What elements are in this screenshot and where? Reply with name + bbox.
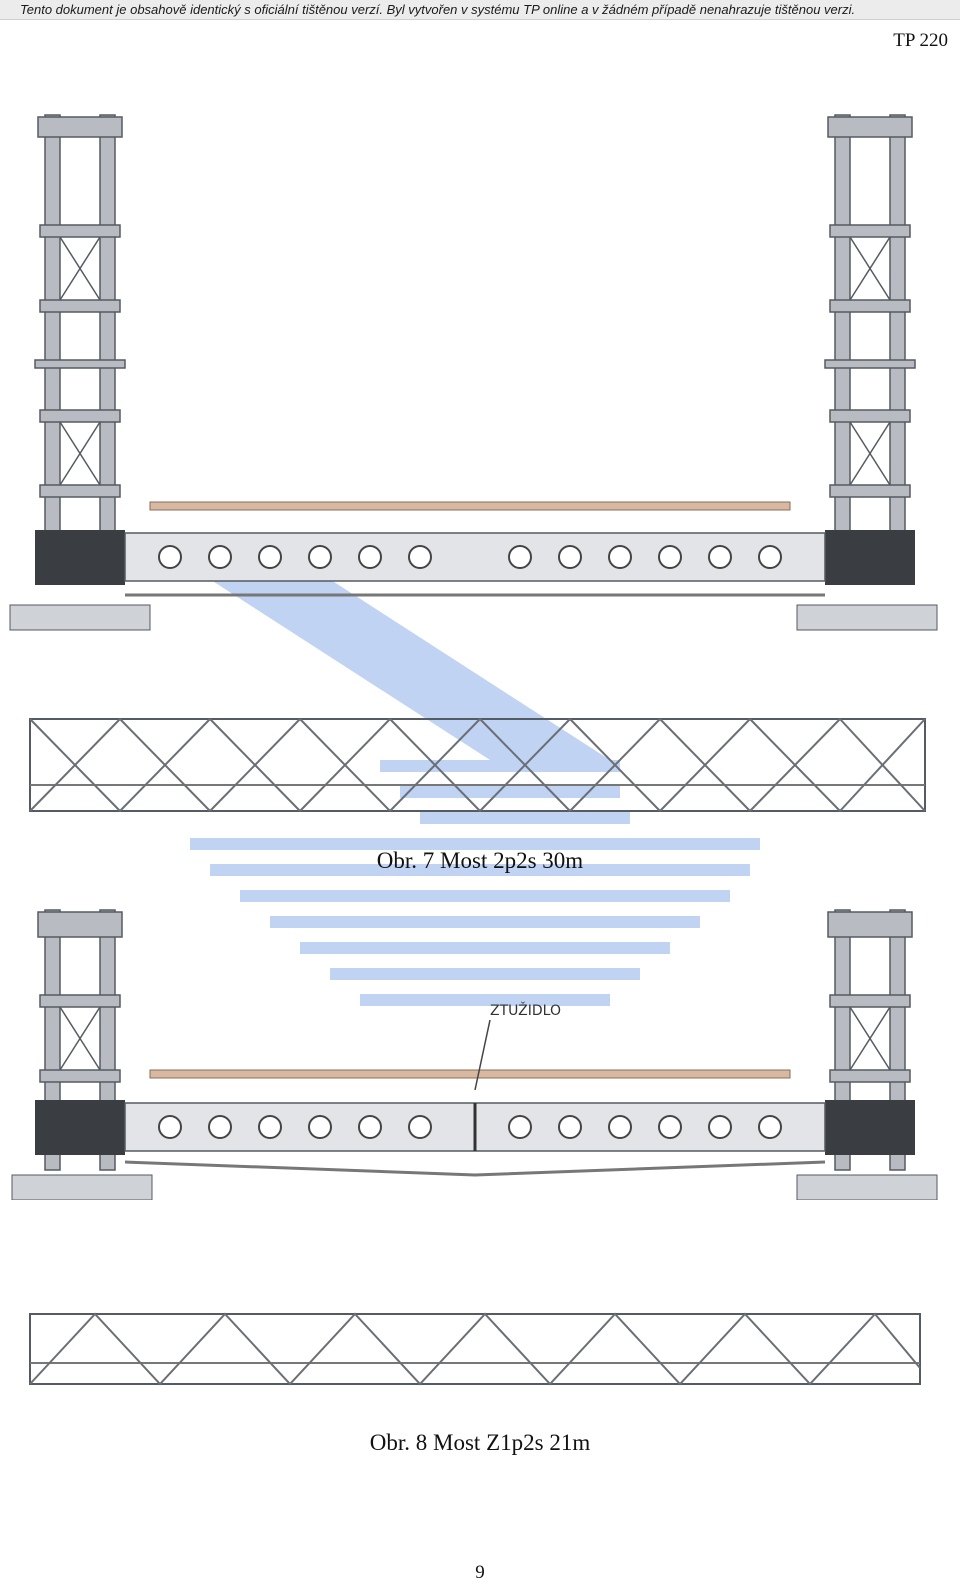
tp-online-watermark bbox=[180, 560, 760, 1006]
ztuzidlo-label: ZTUŽIDLO bbox=[490, 1001, 561, 1019]
page-number: 9 bbox=[475, 1562, 485, 1583]
left-abutment-block bbox=[35, 530, 125, 585]
left-base-plate bbox=[11, 1174, 153, 1200]
right-abutment-block bbox=[825, 530, 915, 585]
figure-7-caption: Obr. 7 Most 2p2s 30m bbox=[376, 848, 584, 873]
figure-8-caption: Obr. 8 Most Z1p2s 21m bbox=[369, 1430, 591, 1455]
tension-rod bbox=[124, 1160, 826, 1177]
ztuzidlo-leader-line bbox=[474, 1019, 491, 1091]
figure-8-truss-plan bbox=[29, 1312, 921, 1386]
right-tower bbox=[824, 114, 916, 536]
deck-railing bbox=[149, 1069, 791, 1079]
right-base-plate bbox=[796, 604, 938, 631]
left-abutment-block bbox=[35, 1100, 125, 1155]
left-base-plate bbox=[9, 604, 151, 631]
girder-holes bbox=[158, 545, 782, 569]
right-abutment-block bbox=[825, 1100, 915, 1155]
figure-7-truss-plan bbox=[29, 718, 926, 812]
left-tower bbox=[34, 114, 126, 536]
deck-railing bbox=[149, 501, 791, 511]
figure-7-bridge-elevation bbox=[9, 114, 938, 631]
right-base-plate bbox=[796, 1174, 938, 1200]
girder-holes bbox=[158, 1115, 782, 1139]
document-id: TP 220 bbox=[893, 30, 948, 51]
official-version-notice: Tento dokument je obsahově identický s o… bbox=[0, 0, 960, 20]
figure-8-bridge-elevation: ZTUŽIDLO bbox=[11, 909, 938, 1200]
